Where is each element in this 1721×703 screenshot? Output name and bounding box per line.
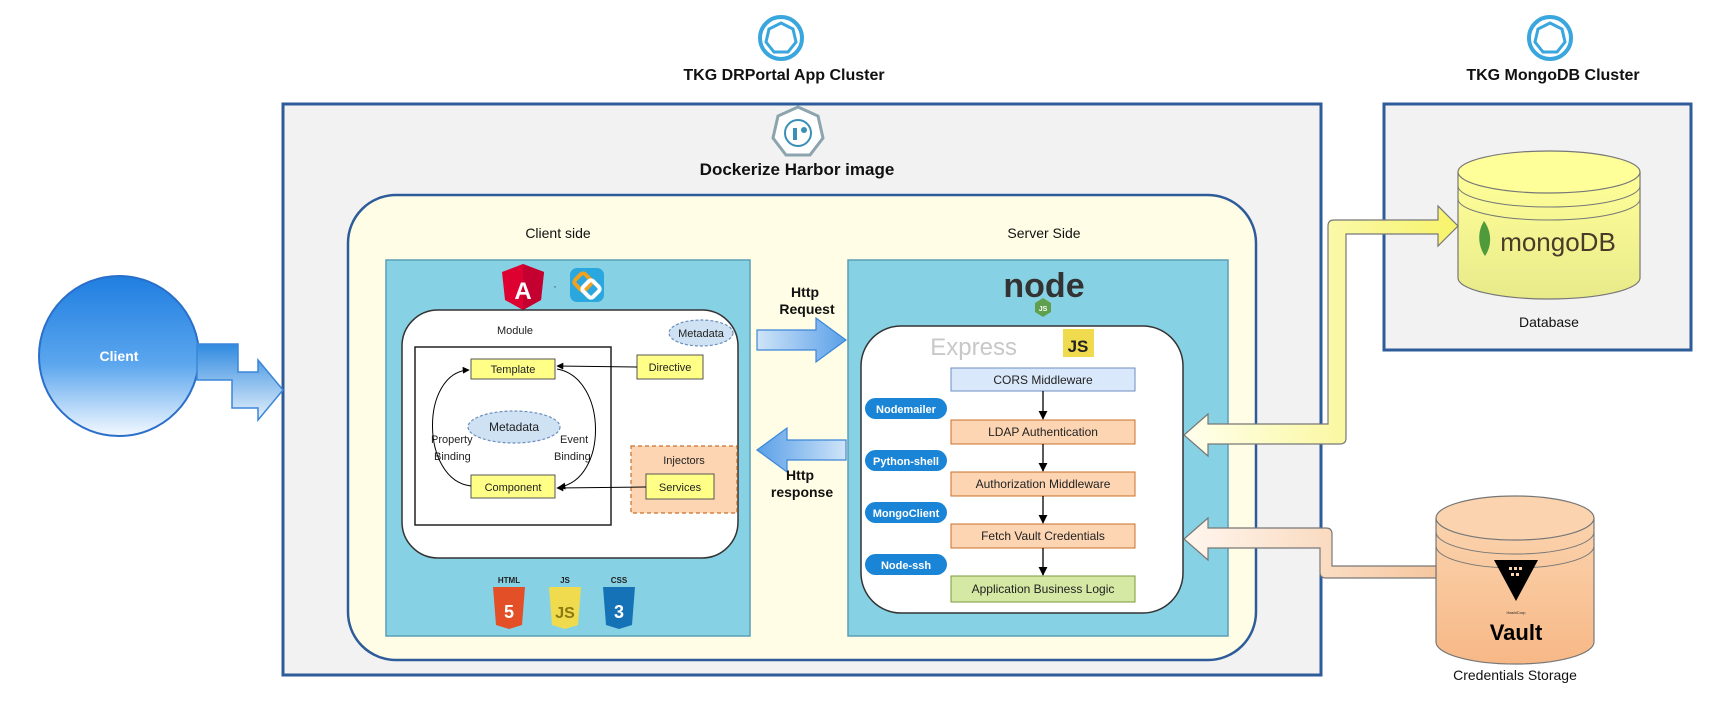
services-box bbox=[645, 473, 715, 500]
directive-box bbox=[636, 354, 704, 380]
app-cluster-icon bbox=[758, 15, 804, 61]
module-label: Module bbox=[497, 325, 533, 337]
ldap-auth-box bbox=[950, 419, 1136, 445]
svg-text:3: 3 bbox=[614, 602, 624, 622]
vault-connector-arrow bbox=[1183, 516, 1437, 579]
html5-logo: HTML 5 bbox=[493, 576, 525, 629]
event-binding-arrow bbox=[556, 368, 596, 490]
app-cluster-title: TKG DRPortal App Cluster bbox=[683, 67, 884, 84]
metadata-top bbox=[668, 319, 734, 347]
svg-text:HashiCorp: HashiCorp bbox=[1507, 610, 1527, 615]
svg-text:Express: Express bbox=[930, 334, 1017, 361]
svg-text:Node-ssh: Node-ssh bbox=[881, 560, 931, 572]
directive-to-template-arrow bbox=[556, 362, 638, 370]
svg-text:HTML: HTML bbox=[498, 576, 520, 585]
python-shell-pill bbox=[865, 450, 947, 471]
framework-logo bbox=[570, 268, 604, 302]
mongodb-connector-arrow bbox=[1183, 204, 1459, 458]
http-request-arrow bbox=[756, 316, 848, 364]
css3-logo: CSS 3 bbox=[603, 576, 635, 629]
svg-text:mongoDB: mongoDB bbox=[1500, 227, 1616, 257]
angular-plus: · bbox=[553, 279, 557, 293]
credentials-storage-label: Credentials Storage bbox=[1453, 667, 1577, 683]
nodejs-logo: node JS bbox=[1003, 267, 1085, 317]
fetch-vault-label: Fetch Vault Credentials bbox=[981, 529, 1105, 543]
template-box bbox=[470, 358, 556, 380]
business-logic-label: Application Business Logic bbox=[972, 582, 1115, 596]
cors-middleware-label: CORS Middleware bbox=[993, 373, 1093, 387]
svg-text:A: A bbox=[514, 278, 531, 305]
mongodb-cylinder bbox=[1457, 150, 1641, 300]
property-binding-arrow bbox=[432, 366, 472, 487]
svg-text:5: 5 bbox=[504, 602, 514, 622]
js-logo: JS JS bbox=[549, 576, 581, 629]
server-side-title: Server Side bbox=[1007, 225, 1080, 241]
svg-text:JS: JS bbox=[1068, 337, 1089, 356]
mongoclient-pill bbox=[865, 502, 947, 523]
svg-text:Nodemailer: Nodemailer bbox=[876, 404, 937, 416]
angular-logo: A bbox=[502, 264, 544, 310]
metadata-center bbox=[467, 410, 561, 444]
event-binding-label: Event Binding bbox=[554, 434, 591, 463]
business-logic-box bbox=[950, 575, 1136, 603]
node-ssh-pill bbox=[865, 554, 947, 575]
metadata-top-label: Metadata bbox=[678, 328, 725, 340]
http-request-label: Http Request bbox=[779, 284, 835, 317]
mongo-cluster-icon bbox=[1527, 15, 1573, 61]
harbor-title: Dockerize Harbor image bbox=[700, 160, 895, 179]
component-label: Component bbox=[485, 482, 542, 494]
svg-text:Python-shell: Python-shell bbox=[873, 456, 939, 468]
authorization-middleware-label: Authorization Middleware bbox=[976, 477, 1111, 491]
component-box bbox=[470, 474, 556, 499]
svg-text:Vault: Vault bbox=[1490, 620, 1543, 645]
module-box bbox=[414, 346, 612, 526]
services-to-component-arrow bbox=[556, 484, 647, 492]
mongo-cluster-title: TKG MongoDB Cluster bbox=[1466, 67, 1639, 84]
template-label: Template bbox=[491, 364, 536, 376]
svg-text:JS: JS bbox=[1039, 306, 1048, 313]
fetch-vault-box bbox=[950, 523, 1136, 549]
ldap-auth-label: LDAP Authentication bbox=[988, 425, 1098, 439]
express-logo: Express JS bbox=[930, 329, 1094, 361]
svg-text:CSS: CSS bbox=[611, 576, 628, 585]
injectors-label: Injectors bbox=[663, 455, 705, 467]
services-label: Services bbox=[659, 482, 702, 494]
svg-text:JS: JS bbox=[555, 605, 575, 622]
directive-label: Directive bbox=[649, 362, 692, 374]
authorization-middleware-box bbox=[950, 471, 1136, 497]
svg-text:MongoClient: MongoClient bbox=[873, 508, 940, 520]
http-response-arrow bbox=[755, 426, 847, 474]
svg-text:JS: JS bbox=[560, 576, 570, 585]
property-binding-label: Property Binding bbox=[431, 434, 476, 463]
metadata-center-label: Metadata bbox=[489, 420, 539, 434]
client-arrow bbox=[196, 343, 284, 423]
http-response-label: Http response bbox=[771, 467, 833, 500]
client-label: Client bbox=[100, 348, 139, 364]
client-side-title: Client side bbox=[525, 225, 591, 241]
database-label: Database bbox=[1519, 314, 1579, 330]
harbor-icon bbox=[771, 105, 825, 157]
nodemailer-pill bbox=[865, 398, 947, 419]
vault-logo: HashiCorp Vault bbox=[1490, 560, 1543, 645]
mongodb-logo: mongoDB bbox=[1479, 221, 1616, 257]
